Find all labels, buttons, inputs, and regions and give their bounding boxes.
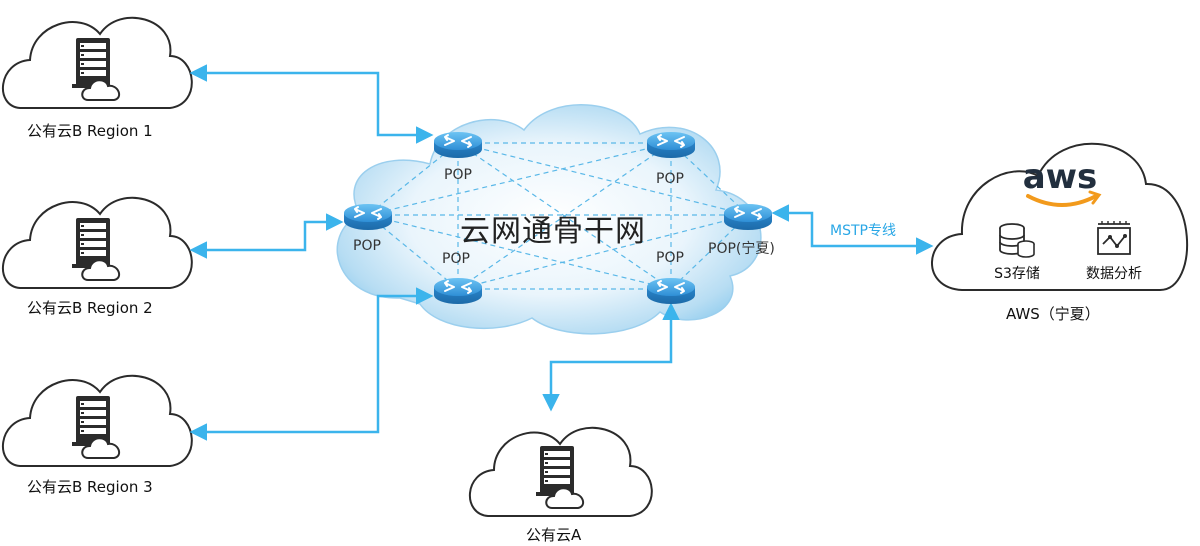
cloud-region-1 (1, 16, 193, 109)
router-icon (434, 278, 482, 304)
link-region-3 (189, 287, 434, 441)
router-icon (647, 278, 695, 304)
link-public-a (542, 302, 680, 412)
cloud-aws: aws S3存储 数据分析 (931, 142, 1189, 291)
aws-caption: AWS（宁夏） (1006, 305, 1100, 323)
pop-label-ningxia: POP(宁夏) (708, 241, 775, 257)
region-2-label: 公有云B Region 2 (27, 299, 153, 317)
mini-cloud-icon (545, 487, 585, 509)
analytics-label: 数据分析 (1086, 266, 1142, 282)
mstp-link-label: MSTP专线 (830, 223, 896, 239)
database-icon (999, 223, 1035, 258)
pop-label-bottom-right: POP (656, 250, 684, 266)
link-mstp (771, 204, 934, 255)
region-1-label: 公有云B Region 1 (27, 122, 153, 140)
router-icon (724, 204, 772, 230)
pop-label-bottom-left: POP (442, 251, 470, 267)
cloud-region-2 (1, 196, 193, 289)
mini-cloud-icon (81, 259, 121, 281)
router-icon (647, 132, 695, 158)
pop-label-top-left: POP (444, 167, 472, 183)
aws-smile-icon (1026, 194, 1098, 207)
mini-cloud-icon (81, 79, 121, 101)
link-region-1 (189, 64, 434, 144)
backbone-title: 云网通骨干网 (460, 214, 646, 249)
s3-storage-label: S3存储 (994, 266, 1040, 282)
analytics-chart-icon (1097, 221, 1131, 255)
pop-label-top-right: POP (656, 171, 684, 187)
aws-logo: aws (1023, 157, 1098, 197)
router-icon (434, 132, 482, 158)
link-region-2 (189, 213, 344, 259)
link-arrows (189, 64, 934, 441)
cloud-region-3 (1, 374, 193, 467)
router-icon (344, 204, 392, 230)
cloud-public-a (469, 426, 653, 517)
pop-label-left: POP (353, 238, 381, 254)
region-3-label: 公有云B Region 3 (27, 478, 153, 496)
cloud-a-label: 公有云A (526, 526, 582, 544)
mini-cloud-icon (81, 437, 121, 459)
